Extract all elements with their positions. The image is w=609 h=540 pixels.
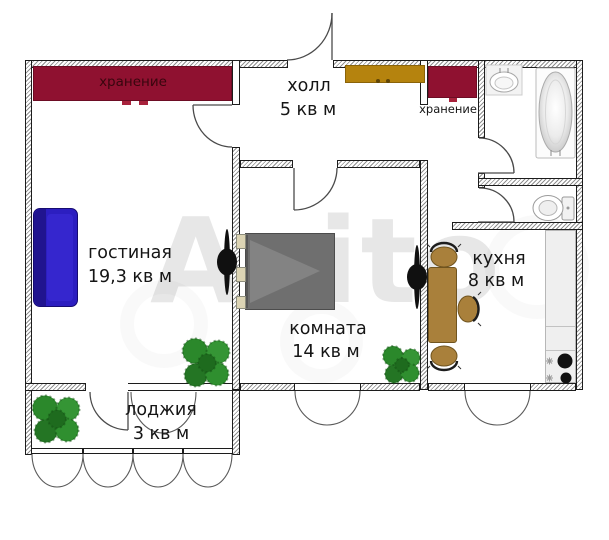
- door-arc: [478, 187, 515, 223]
- chair-icon: [426, 345, 462, 372]
- sofa-backrest: [34, 209, 46, 306]
- storage-mark: [139, 101, 148, 105]
- bed-pillow: [236, 267, 246, 282]
- plant-icon: [382, 345, 421, 384]
- hall-area: 5 кв м: [279, 100, 337, 120]
- bed-blanket: [250, 240, 320, 303]
- sofa-icon: [33, 208, 78, 307]
- counter-divider: [546, 326, 575, 327]
- wall-living-hall-upper: [232, 60, 240, 105]
- storage-shelf-icon: [33, 66, 232, 101]
- kitchen-name: кухня: [472, 249, 526, 269]
- storage-shelf-icon: [428, 66, 477, 98]
- door-arc: [293, 167, 338, 211]
- wall-kitchen-bottom-left: [428, 383, 465, 391]
- bedroom-area: 14 кв м: [292, 342, 360, 362]
- kitchen-area: 8 кв м: [467, 271, 525, 291]
- wardrobe-icon: [345, 65, 425, 83]
- wall-hall-bottom-left: [240, 160, 293, 168]
- room-window: [295, 383, 360, 391]
- window-arc: [162, 391, 197, 434]
- door-arc: [478, 137, 515, 174]
- bed-pillow: [236, 296, 246, 309]
- window-arc: [82, 453, 109, 488]
- sink-icon: [485, 64, 523, 96]
- chair-icon: [426, 241, 462, 268]
- chair-icon: [457, 291, 482, 327]
- sofa-seat: [47, 214, 73, 301]
- living-loggia-window: [128, 383, 232, 391]
- hall-name: холл: [287, 76, 331, 96]
- window-arc: [326, 390, 361, 426]
- door-arc: [286, 12, 333, 61]
- stove-icon: [546, 353, 573, 384]
- wall-kitchen-bottom-right: [530, 383, 576, 391]
- window-arc: [496, 390, 531, 426]
- window-arc: [56, 453, 84, 488]
- storage-right-label: хранение: [419, 102, 477, 116]
- bathtub-icon: [535, 67, 576, 159]
- window-arc: [294, 390, 328, 426]
- window-arc: [31, 453, 58, 488]
- wall-room-bottom-left: [240, 383, 295, 391]
- wall-living-bottom: [25, 383, 86, 391]
- loggia-name: лоджия: [125, 400, 197, 420]
- wardrobe-handle: [386, 79, 390, 83]
- wall-loggia-right: [232, 390, 240, 455]
- loggia-area: 3 кв м: [132, 424, 190, 444]
- window-arc: [132, 453, 159, 488]
- plant-icon: [31, 394, 81, 444]
- kitchen-window: [465, 383, 530, 391]
- glazing-tick: [132, 448, 134, 454]
- wall-left-outer: [25, 60, 32, 455]
- bedroom-name: комната: [289, 319, 367, 339]
- living-room-area: 19,3 кв м: [87, 267, 173, 287]
- window-arc: [207, 453, 233, 488]
- door-arc: [192, 104, 233, 148]
- wall-room-bottom-right: [360, 383, 420, 391]
- storage-mark: [449, 98, 457, 102]
- bed-pillow: [236, 234, 246, 249]
- plant-icon: [181, 337, 231, 388]
- window-arc: [182, 453, 209, 488]
- dining-table-icon: [428, 267, 457, 343]
- wall-decor-icon: [217, 229, 237, 295]
- glazing-tick: [182, 448, 184, 454]
- window-arc: [464, 390, 498, 426]
- toilet-icon: [532, 195, 575, 221]
- wall-kitchen-top: [452, 222, 583, 230]
- window-arc: [157, 453, 184, 488]
- living-room-name: гостиная: [88, 243, 172, 263]
- door-arc: [89, 391, 129, 431]
- wall-decor-icon: [407, 245, 427, 309]
- wardrobe-handle: [376, 79, 380, 83]
- glazing-tick: [82, 448, 84, 454]
- storage-mark: [122, 101, 131, 105]
- storage-left-label: хранение: [99, 74, 167, 90]
- window-arc: [107, 453, 134, 488]
- counter-divider: [546, 350, 575, 351]
- wall-bath-toilet-divider: [478, 178, 583, 186]
- window-arc: [130, 391, 164, 434]
- wall-hall-bottom-right: [337, 160, 420, 168]
